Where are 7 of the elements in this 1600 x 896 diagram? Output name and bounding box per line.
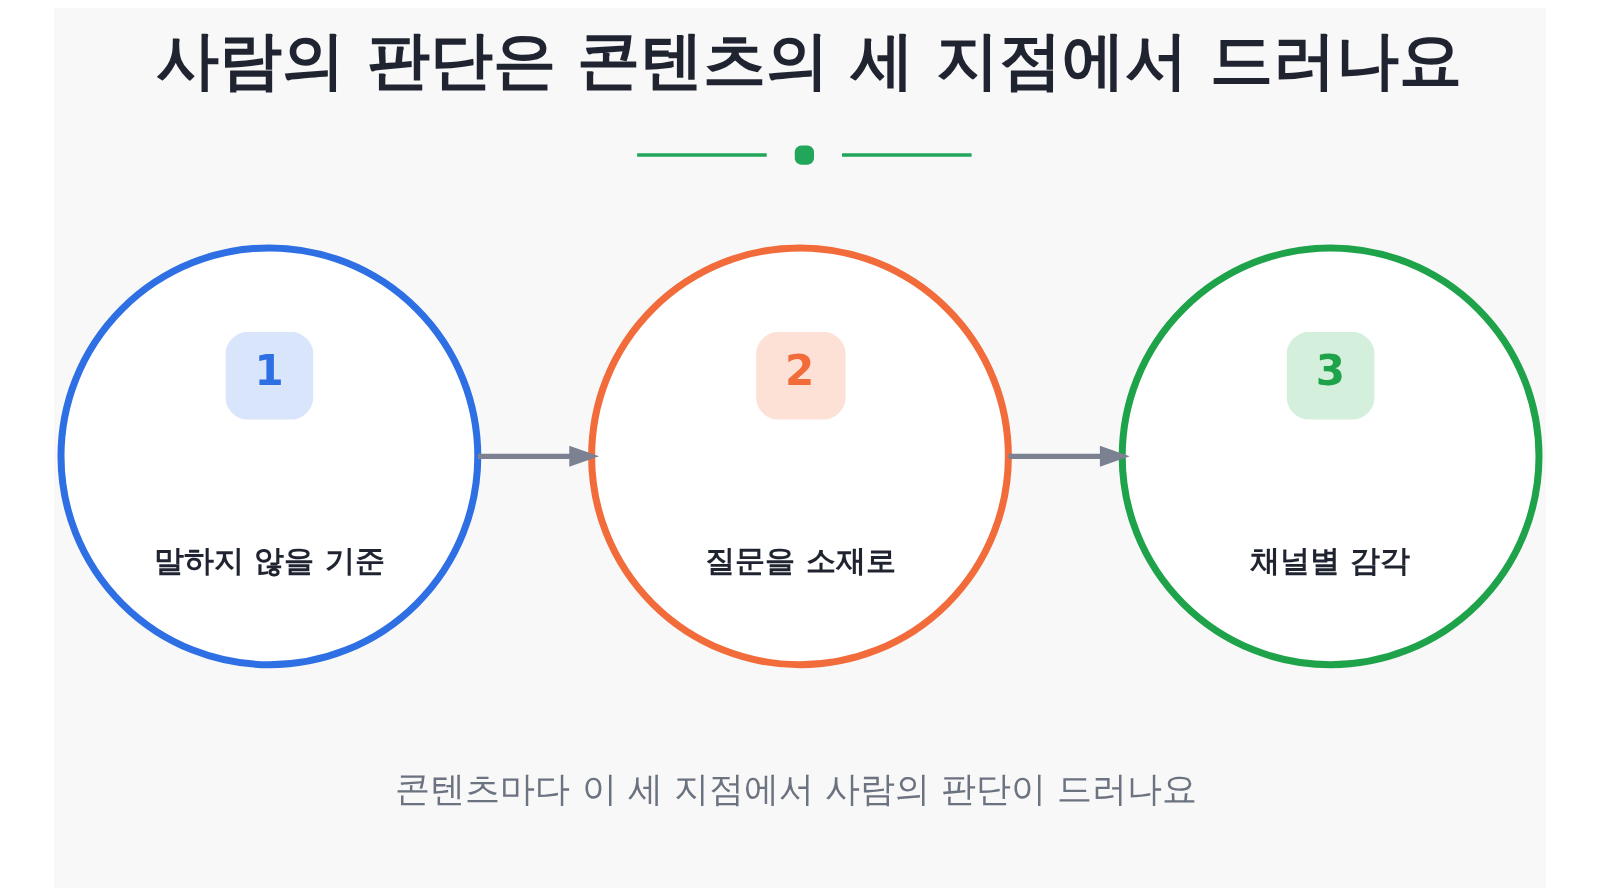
node-circle: 2 질문을 소재로 bbox=[588, 244, 1012, 669]
arrow bbox=[1008, 445, 1130, 467]
diagram-title: 사람의 판단은 콘텐츠의 세 지점에서 드러나요 bbox=[155, 23, 1463, 98]
arrow bbox=[477, 445, 600, 467]
node-circle: 3 채널별 감각 bbox=[1118, 244, 1543, 669]
caption: 콘텐츠마다 이 세 지점에서 사람의 판단이 드러나요 bbox=[395, 768, 1198, 810]
node-circle: 1 말하지 않을 기준 bbox=[57, 244, 482, 669]
